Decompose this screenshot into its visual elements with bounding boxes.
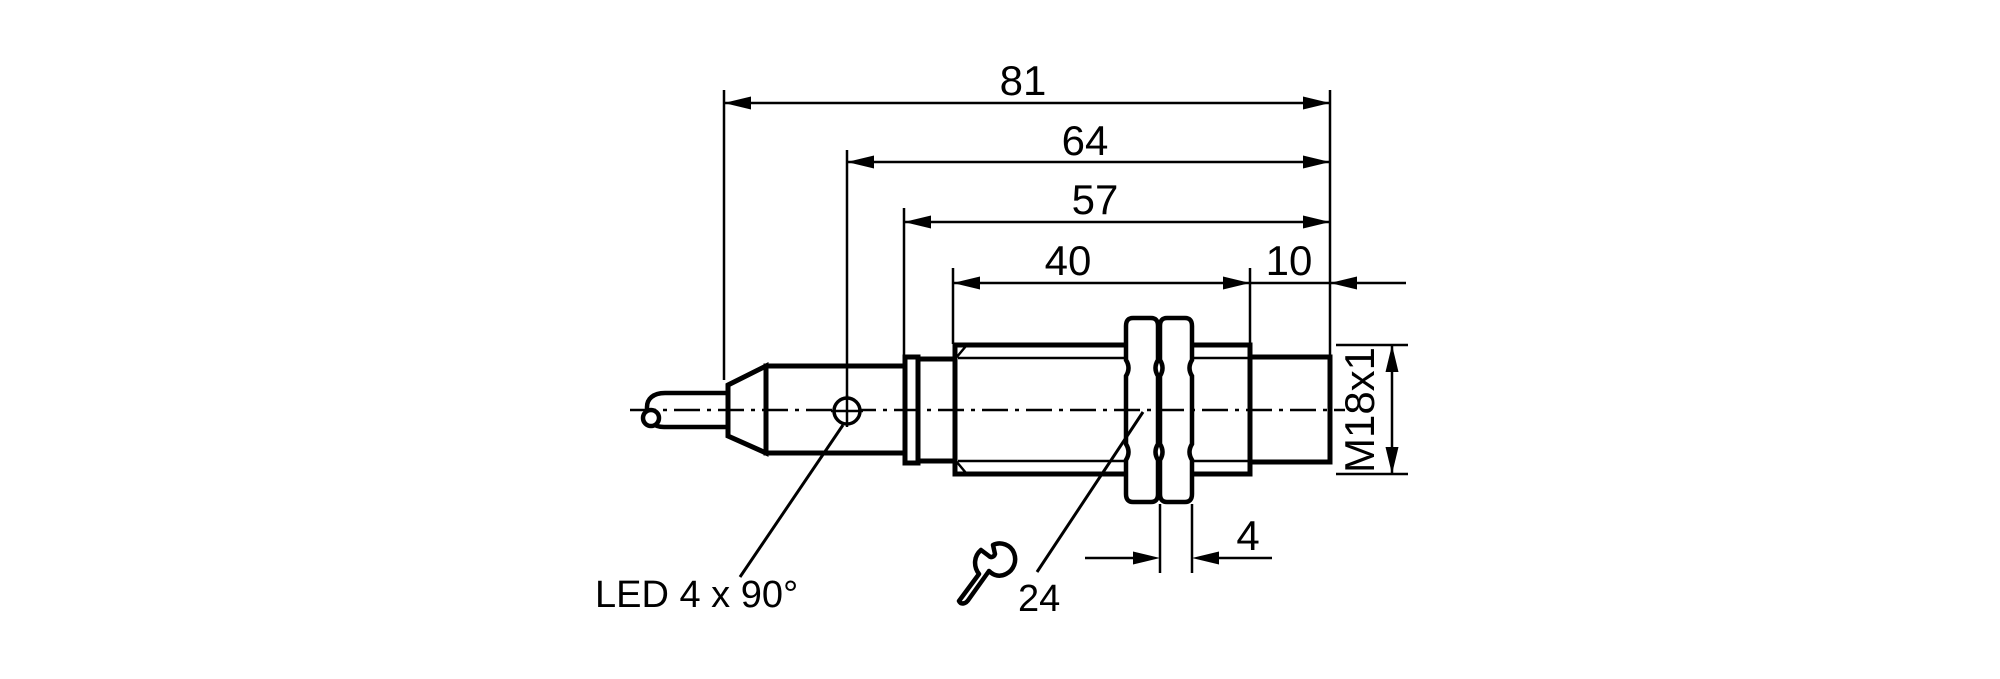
thread-chamfer-top xyxy=(955,345,967,359)
wrench-icon xyxy=(956,541,1018,606)
led-note-label: LED 4 x 90° xyxy=(595,574,798,616)
wrench-size-label: 24 xyxy=(1018,578,1060,620)
dim-label-40: 40 xyxy=(1045,237,1092,284)
dimension-lines xyxy=(724,101,1406,560)
cable-end-tip xyxy=(640,407,662,429)
dim-label-64: 64 xyxy=(1062,117,1109,164)
dim-label-10: 10 xyxy=(1266,237,1313,284)
dimension-arrowheads xyxy=(724,96,1399,565)
dim-label-4: 4 xyxy=(1236,512,1259,559)
led-leader-line xyxy=(738,424,845,578)
thread-chamfer-bottom xyxy=(955,460,967,474)
dim-label-81: 81 xyxy=(1000,57,1047,104)
led-indicator-icon xyxy=(831,395,863,427)
wrench-leader-line xyxy=(1035,411,1145,573)
hex-nut-1 xyxy=(1123,315,1161,505)
dim-label-57: 57 xyxy=(1072,176,1119,223)
thread-label-m18x1: M18x1 xyxy=(1336,347,1383,473)
